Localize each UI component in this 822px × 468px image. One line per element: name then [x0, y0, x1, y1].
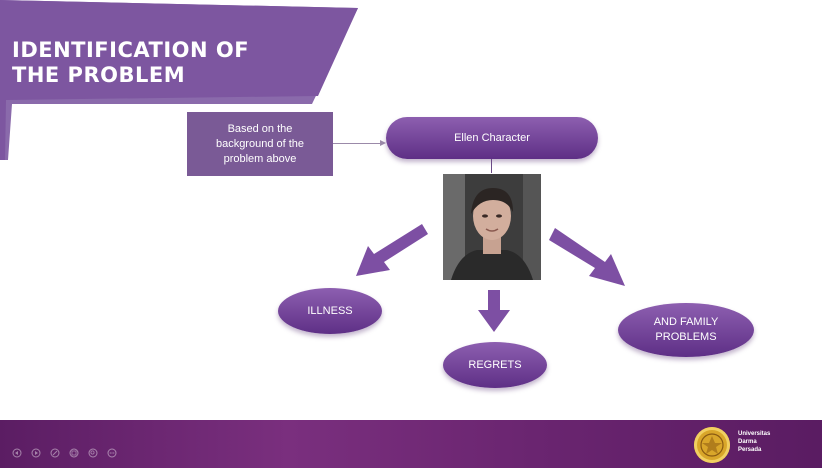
- portrait-photo-icon: [443, 174, 541, 280]
- pen-icon[interactable]: [50, 448, 60, 458]
- character-photo: [443, 174, 541, 280]
- arrow-to-family-icon: [549, 228, 625, 286]
- title-line-2: THE PROBLEM: [12, 63, 186, 87]
- source-line-1: Based on the: [227, 122, 293, 135]
- slides-grid-icon[interactable]: [69, 448, 79, 458]
- source-line-2: background of the: [215, 137, 305, 150]
- illness-label: ILLNESS: [307, 304, 353, 317]
- family-problems-node: AND FAMILY PROBLEMS: [618, 303, 754, 357]
- regrets-node: REGRETS: [443, 342, 547, 388]
- illness-node: ILLNESS: [278, 288, 382, 334]
- ellen-character-node: Ellen Character: [386, 117, 598, 159]
- family-label-line-2: PROBLEMS: [655, 331, 717, 343]
- presentation-toolbar: [12, 448, 117, 458]
- university-name: Universitas Darma Persada: [738, 430, 808, 454]
- next-icon[interactable]: [31, 448, 41, 458]
- family-label-line-1: AND FAMILY: [653, 316, 719, 328]
- pill-to-photo-line: [491, 159, 492, 173]
- title-banner: [0, 0, 358, 160]
- source-line-3: problem above: [223, 152, 297, 165]
- title-line-1: IDENTIFICATION OF: [12, 38, 250, 62]
- arrow-to-regrets-icon: [478, 290, 510, 332]
- regrets-label: REGRETS: [468, 358, 522, 371]
- previous-icon[interactable]: [12, 448, 22, 458]
- background-source-box: Based on the background of the problem a…: [187, 112, 333, 176]
- more-icon[interactable]: [107, 448, 117, 458]
- zoom-icon[interactable]: [88, 448, 98, 458]
- footer-bar: [0, 420, 822, 468]
- connector-line: [333, 143, 383, 144]
- university-seal-icon: [694, 427, 730, 463]
- ellen-character-label: Ellen Character: [454, 132, 530, 144]
- university-line-1: Universitas: [738, 431, 771, 437]
- connector-arrowhead-icon: [380, 140, 386, 146]
- slide-title: IDENTIFICATION OF THE PROBLEM: [12, 38, 252, 88]
- university-line-2: Darma: [738, 439, 757, 445]
- university-line-3: Persada: [738, 447, 762, 453]
- arrow-to-illness-icon: [356, 224, 428, 276]
